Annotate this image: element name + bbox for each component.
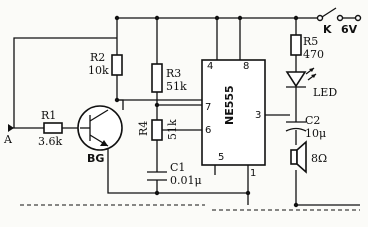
pin7-label: 7 [205, 102, 211, 113]
schematic-drawing: A R1 3.6k R2 10k R3 51k R4 51k C1 0.01μ … [3, 7, 362, 211]
r1-name-label: R1 [41, 109, 56, 122]
transistor-label: BG [87, 152, 104, 165]
r1-resistor [43, 122, 63, 134]
c1-name-label: C1 [170, 161, 185, 174]
led-label: LED [313, 86, 337, 99]
pin8-label: 8 [243, 61, 249, 72]
input-feedback-wire [13, 37, 117, 128]
input-label: A [3, 133, 13, 146]
r3-value-label: 51k [166, 80, 187, 93]
c2-value-label: 10μ [305, 127, 326, 140]
switch-label: K [323, 23, 332, 36]
r4-value-label: 51k [166, 119, 179, 140]
speaker-icon [290, 140, 307, 174]
npn-transistor-icon [77, 105, 123, 151]
input-arrow [8, 124, 14, 132]
switch-icon [316, 7, 362, 22]
wires [8, 17, 360, 206]
ic-name-label: NE555 [223, 85, 236, 125]
pin4-label: 4 [207, 61, 213, 72]
r5-resistor [290, 34, 302, 56]
led-icon [285, 67, 317, 98]
c2-capacitor [285, 121, 307, 132]
pin1-label: 1 [250, 168, 256, 179]
c2-name-label: C2 [305, 114, 320, 127]
speaker-label: 8Ω [311, 152, 327, 165]
junction-dots [114, 15, 299, 208]
speaker-ground-wire [295, 170, 360, 206]
pin3-label: 3 [255, 110, 261, 121]
circuit-diagram: A R1 3.6k R2 10k R3 51k R4 51k C1 0.01μ … [3, 7, 362, 211]
r1-value-label: 3.6k [38, 135, 62, 148]
r3-resistor [151, 63, 163, 93]
r2-collector-wire [116, 75, 124, 110]
c1-value-label: 0.01μ [170, 174, 202, 187]
pin6-label: 6 [205, 125, 211, 136]
r5-value-label: 470 [303, 48, 324, 61]
r5-name-label: R5 [303, 35, 318, 48]
r2-name-label: R2 [90, 51, 105, 64]
pin5-label: 5 [218, 152, 224, 163]
r4-name-label: R4 [137, 121, 150, 136]
r2-resistor [111, 54, 123, 76]
ne555-chip [201, 59, 266, 166]
emitter-ground-wire [107, 146, 248, 194]
r2-value-label: 10k [88, 64, 109, 77]
r4-resistor [151, 119, 163, 141]
c1-capacitor [147, 171, 167, 181]
r3-pin7-wire [156, 92, 202, 106]
r3-name-label: R3 [166, 67, 181, 80]
supply-label: 6V [341, 23, 358, 36]
